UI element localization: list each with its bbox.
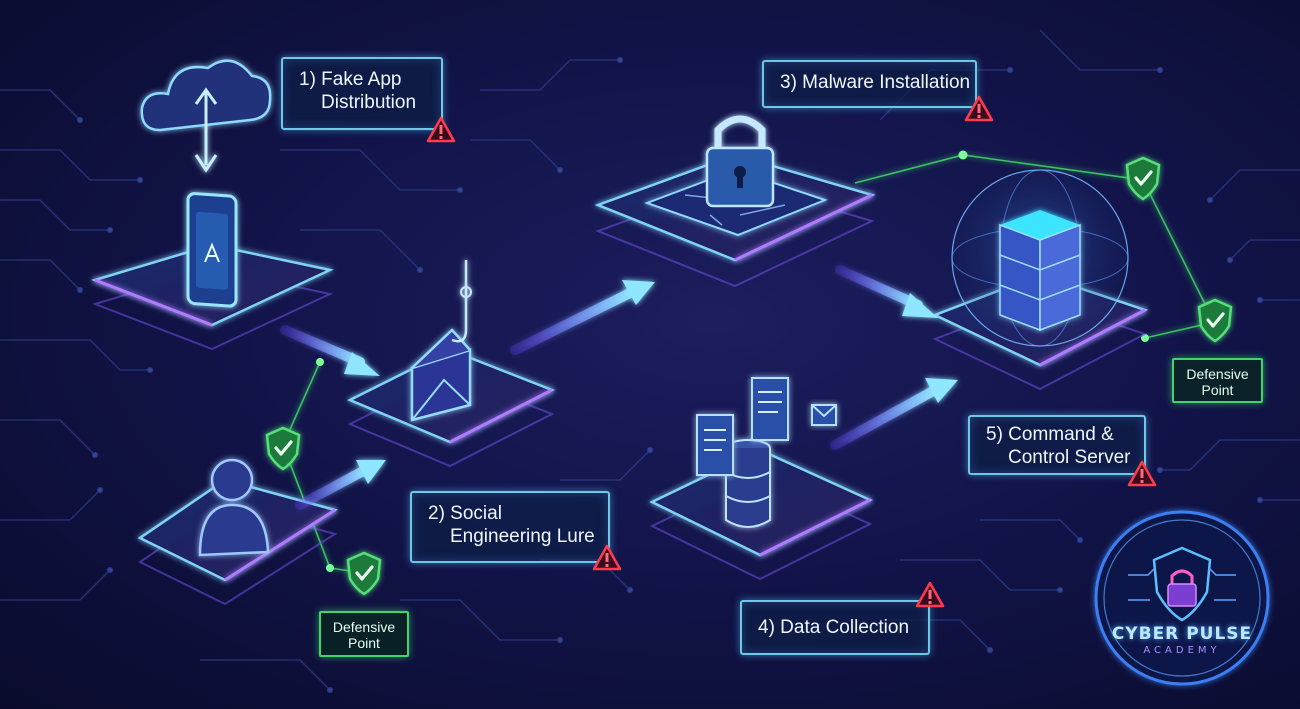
shield-check-icon <box>265 426 301 471</box>
step-label-social-engineering-lure: 2) Social Engineering Lure <box>410 491 610 563</box>
circuit-traces <box>0 29 1300 694</box>
flow-arrow-5 <box>830 378 958 450</box>
mail-icon <box>811 404 837 426</box>
step-label-malware-installation: 3) Malware Installation <box>762 60 977 108</box>
defensive-point-line-2: Point <box>1201 382 1234 398</box>
cloud-transfer-icon <box>140 59 272 173</box>
database-icon <box>725 439 771 528</box>
step-3-line-1: 3) Malware Installation <box>780 72 971 93</box>
warning-icon <box>592 544 622 571</box>
flow-arrow-4 <box>835 265 938 318</box>
defense-link-node <box>316 358 324 366</box>
defensive-point-line-2: Point <box>348 635 380 651</box>
defense-link-node <box>958 150 968 160</box>
warning-icon <box>915 581 945 608</box>
flow-arrow-1 <box>280 325 380 376</box>
shield-check-icon <box>1125 156 1161 201</box>
defensive-point-label: Defensive Point <box>1172 358 1263 403</box>
step-label-fake-app-distribution: 1) Fake App Distribution <box>281 57 443 130</box>
defensive-point-line-1: Defensive <box>332 619 396 635</box>
shield-check-icon <box>1197 298 1233 343</box>
step-1-line-2: Distribution <box>321 92 417 113</box>
logo-badge <box>1094 510 1270 686</box>
server-globe-icon <box>951 169 1129 347</box>
phishing-email-icon <box>410 260 472 422</box>
smartphone-app-icon <box>186 192 238 308</box>
logo-name: CYBER PULSE <box>1111 624 1253 644</box>
document-icon <box>696 377 789 476</box>
logo-subtitle: ACADEMY <box>1143 645 1221 656</box>
step-1-line-1: 1) Fake App <box>299 69 402 90</box>
user-icon <box>198 458 270 557</box>
shield-check-icon <box>346 551 382 596</box>
step-label-data-collection: 4) Data Collection <box>740 600 930 655</box>
step-5-line-2: Control Server <box>1008 447 1131 468</box>
warning-icon <box>1127 460 1157 487</box>
step-2-line-2: Engineering Lure <box>450 526 595 547</box>
step-label-command-control-server: 5) Command & Control Server <box>968 415 1146 475</box>
warning-icon <box>426 116 456 143</box>
warning-icon <box>964 95 994 122</box>
flow-arrow-2 <box>295 460 386 510</box>
flow-arrow-3 <box>510 280 655 355</box>
defensive-point-line-1: Defensive <box>1186 366 1249 382</box>
defensive-point-label: Defensive Point <box>319 611 409 657</box>
padlock-icon <box>644 115 828 237</box>
step-5-line-1: 5) Command & <box>986 424 1114 445</box>
step-4-line-1: 4) Data Collection <box>758 617 910 638</box>
defense-link-node <box>326 564 334 572</box>
step-2-line-1: 2) Social <box>428 503 502 524</box>
